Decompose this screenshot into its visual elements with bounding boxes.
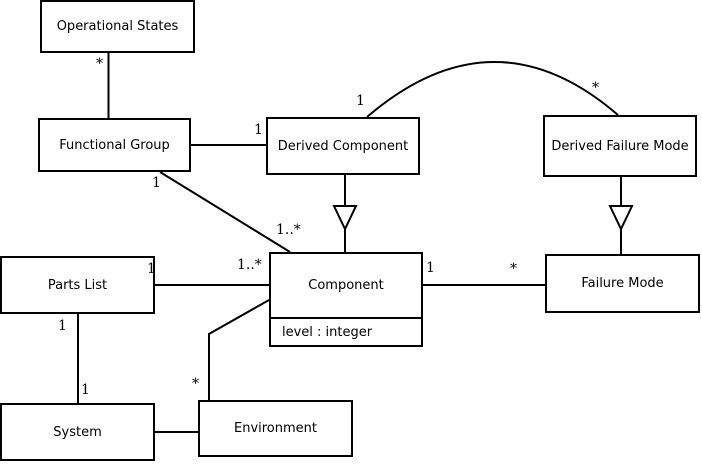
class-label: Failure Mode: [581, 276, 664, 291]
class-parts-list: Parts List: [0, 256, 155, 314]
multiplicity-label: *: [96, 56, 103, 72]
class-label: Operational States: [56, 19, 179, 34]
multiplicity-label: *: [510, 261, 517, 277]
multiplicity-label: 1..*: [276, 222, 301, 238]
multiplicity-label: 1: [58, 318, 67, 334]
class-system: System: [0, 403, 155, 461]
class-label: Derived Failure Mode: [551, 138, 689, 154]
multiplicity-label: 1: [81, 382, 90, 398]
class-label: Derived Component: [277, 138, 409, 154]
class-environment: Environment: [198, 400, 353, 457]
multiplicity-label: 1: [152, 175, 161, 191]
edge-derived-component-derived-failure-mode-arc: [366, 61, 619, 118]
inheritance-arrow-icon: [332, 205, 358, 232]
class-component: Component level : integer: [269, 252, 423, 347]
multiplicity-label: 1: [147, 261, 156, 277]
class-operational-states: Operational States: [40, 0, 195, 53]
edge-component-environment: [208, 299, 270, 400]
class-label: System: [53, 424, 102, 440]
class-label: Environment: [233, 421, 317, 436]
class-functional-group: Functional Group: [38, 118, 191, 172]
class-attributes-compartment: level : integer: [271, 317, 421, 345]
multiplicity-label: 1: [356, 93, 365, 109]
multiplicity-label: *: [592, 80, 599, 96]
class-label: Functional Group: [59, 137, 170, 153]
multiplicity-label: 1..*: [237, 257, 262, 273]
multiplicity-label: *: [192, 376, 199, 392]
class-label: Parts List: [47, 277, 108, 293]
edge-functional-group-component: [159, 171, 291, 253]
inheritance-arrow-icon: [608, 205, 634, 232]
class-name-compartment: Component: [271, 254, 421, 317]
attribute-label: level : integer: [282, 324, 373, 340]
class-derived-failure-mode: Derived Failure Mode: [543, 115, 697, 177]
class-failure-mode: Failure Mode: [545, 254, 700, 313]
class-derived-component: Derived Component: [266, 117, 420, 175]
class-label: Component: [308, 278, 384, 293]
multiplicity-label: 1: [426, 260, 435, 276]
multiplicity-label: 1: [254, 122, 263, 138]
